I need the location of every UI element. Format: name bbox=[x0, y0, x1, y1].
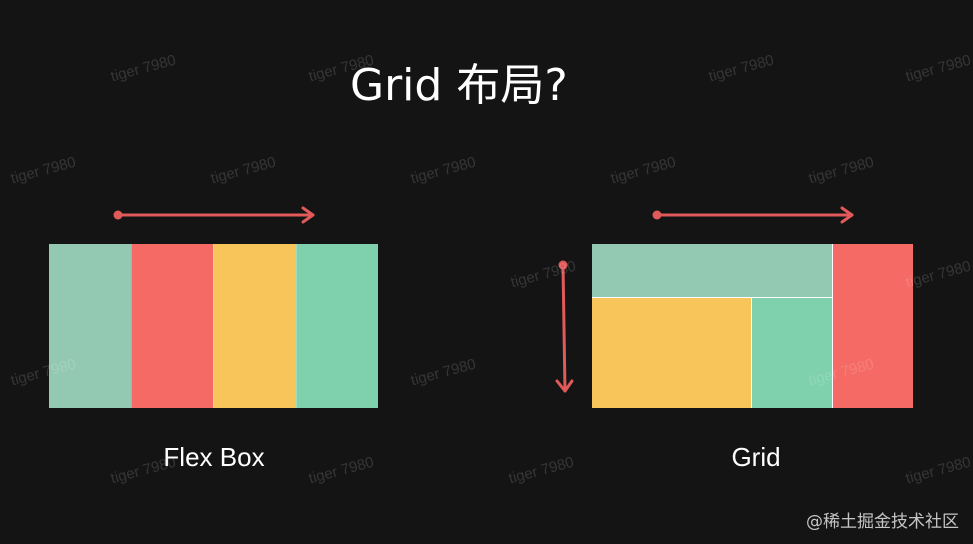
flex-cell-1 bbox=[49, 244, 131, 408]
flex-horizontal-arrow-icon bbox=[113, 206, 315, 224]
grid-cell-bottom-middle bbox=[752, 298, 833, 408]
watermark: tiger 7980 bbox=[903, 453, 973, 488]
grid-vertical-arrow-icon bbox=[555, 260, 574, 393]
watermark: tiger 7980 bbox=[806, 153, 876, 188]
watermark: tiger 7980 bbox=[508, 257, 578, 292]
flex-cell-4 bbox=[295, 244, 378, 408]
watermark: tiger 7980 bbox=[903, 257, 973, 292]
watermark: tiger 7980 bbox=[208, 153, 278, 188]
source-credit: @稀土掘金技术社区 bbox=[806, 512, 959, 532]
watermark: tiger 7980 bbox=[108, 51, 178, 86]
flex-cell-3 bbox=[213, 244, 296, 408]
flexbox-diagram bbox=[49, 244, 378, 408]
slide-title: Grid 布局? bbox=[350, 60, 568, 111]
grid-horizontal-arrow-icon bbox=[652, 206, 854, 224]
grid-cell-bottom-left bbox=[592, 298, 752, 408]
watermark: tiger 7980 bbox=[408, 153, 478, 188]
watermark: tiger 7980 bbox=[408, 355, 478, 390]
watermark: tiger 7980 bbox=[8, 153, 78, 188]
grid-diagram bbox=[592, 244, 913, 408]
flexbox-label: Flex Box bbox=[163, 442, 265, 472]
watermark: tiger 7980 bbox=[706, 51, 776, 86]
watermark: tiger 7980 bbox=[306, 453, 376, 488]
grid-label: Grid bbox=[731, 442, 781, 472]
grid-cell-right bbox=[833, 244, 913, 408]
watermark: tiger 7980 bbox=[903, 51, 973, 86]
watermark: tiger 7980 bbox=[506, 453, 576, 488]
grid-cell-top bbox=[592, 244, 833, 298]
watermark: tiger 7980 bbox=[608, 153, 678, 188]
flex-cell-2 bbox=[130, 244, 213, 408]
